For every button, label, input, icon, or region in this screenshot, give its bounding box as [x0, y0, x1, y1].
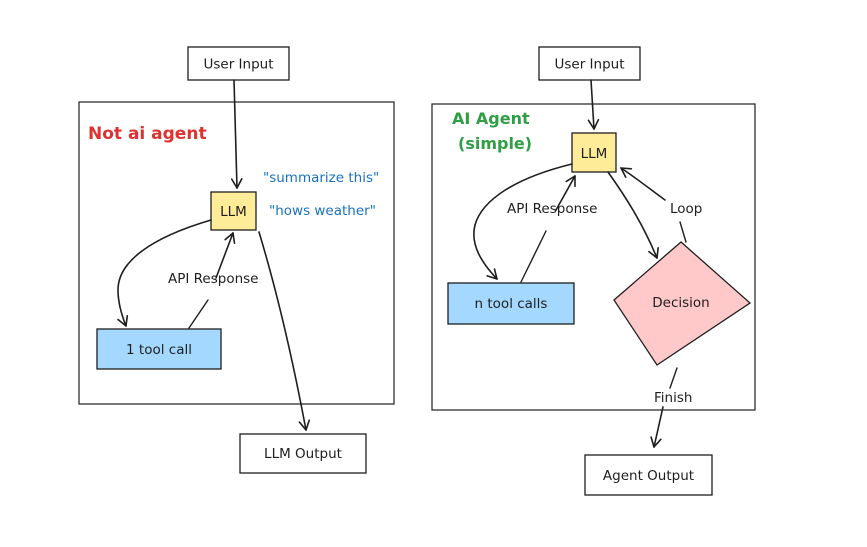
left-panel: Not ai agent User Input LLM "summarize t… — [78, 46, 395, 474]
left-tool-call-box — [96, 328, 222, 370]
left-llm-output-box — [239, 433, 367, 474]
right-panel-title-line1: AI Agent — [452, 109, 530, 128]
left-user-input-box — [187, 46, 290, 81]
finish-label: Finish — [654, 390, 692, 406]
left-panel-title: Not ai agent — [88, 124, 207, 144]
left-arrow-llm-to-tool — [117, 219, 212, 327]
right-user-input-box — [538, 46, 641, 81]
left-llm-output-label: LLM Output — [264, 446, 342, 462]
right-arrow-api-to-llm — [555, 175, 576, 211]
decision-label: Decision — [652, 295, 709, 311]
right-arrow-llm-to-tools — [473, 163, 573, 280]
agent-output-box — [584, 454, 713, 496]
left-example-weather: "hows weather" — [269, 203, 376, 219]
right-user-input-label: User Input — [554, 57, 624, 73]
right-panel-title-line2: (simple) — [458, 134, 532, 153]
right-panel: AI Agent (simple) User Input LLM n tool … — [431, 46, 756, 496]
left-api-response-label: API Response — [168, 271, 259, 287]
left-tool-call-label: 1 tool call — [126, 342, 192, 358]
left-panel-frame — [78, 101, 395, 405]
right-arrow-loop-to-llm — [620, 167, 666, 201]
right-tool-calls-label: n tool calls — [475, 296, 548, 312]
left-llm-box — [210, 191, 257, 231]
right-arrow-input-to-llm — [587, 79, 600, 130]
right-llm-box — [571, 132, 617, 173]
loop-label: Loop — [670, 201, 702, 217]
left-arrow-api-to-llm — [215, 232, 236, 279]
left-example-summarize: "summarize this" — [263, 170, 379, 186]
agent-output-label: Agent Output — [603, 468, 694, 484]
right-line-decision-to-finish — [669, 367, 678, 389]
left-line-tool-to-api — [188, 299, 209, 329]
left-arrow-llm-to-output — [258, 231, 311, 431]
right-panel-frame — [431, 103, 756, 411]
left-llm-label: LLM — [220, 204, 247, 220]
right-line-decision-to-loop — [679, 221, 687, 243]
right-arrow-llm-to-decision — [607, 171, 659, 259]
right-api-response-label: API Response — [507, 201, 598, 217]
right-arrow-finish-to-output — [650, 406, 664, 448]
right-llm-label: LLM — [581, 146, 608, 162]
right-tool-calls-box — [447, 282, 575, 325]
right-line-tools-to-api — [520, 230, 547, 283]
left-arrow-input-to-llm — [230, 79, 243, 189]
decision-diamond — [613, 241, 752, 366]
left-user-input-label: User Input — [203, 57, 273, 73]
